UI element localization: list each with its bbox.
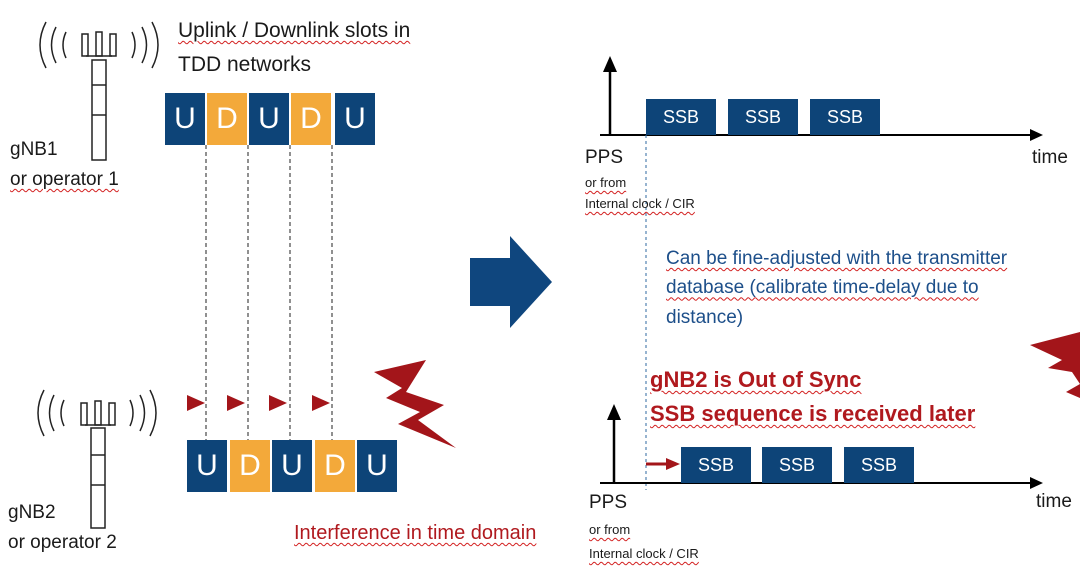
ssb-block-bottom-2: SSB bbox=[762, 447, 832, 483]
pps-label-bottom: PPS bbox=[589, 492, 628, 513]
time-label-bottom: time bbox=[1036, 491, 1072, 512]
antenna-tower-icon bbox=[80, 400, 116, 529]
ssb-block-top-2: SSB bbox=[728, 99, 798, 135]
calibration-note: Can be fine-adjusted with the transmitte… bbox=[666, 244, 1007, 332]
slot-alignment-lines bbox=[205, 145, 333, 440]
or-from-bottom: or from bbox=[589, 522, 631, 537]
slot-bottom-2: D bbox=[230, 440, 270, 492]
gnb2-sublabel: or operator 2 bbox=[8, 532, 117, 553]
clock-label-bottom: Internal clock / CIR bbox=[589, 546, 699, 561]
interference-label: Interference in time domain bbox=[294, 522, 537, 544]
ssb-block-bottom-3: SSB bbox=[844, 447, 914, 483]
slot-bottom-5: U bbox=[357, 440, 397, 492]
bottom-timeline-axes bbox=[600, 404, 1043, 489]
top-timeline-axes bbox=[600, 56, 1043, 141]
antenna-tower-icon bbox=[81, 31, 117, 161]
lightning-bolt-icon bbox=[1030, 332, 1080, 398]
gnb1-sublabel: or operator 1 bbox=[10, 169, 119, 190]
slot-top-3: U bbox=[249, 93, 289, 145]
slot-top-4: D bbox=[291, 93, 331, 145]
note-line3: distance) bbox=[666, 306, 744, 328]
radio-wave-icon bbox=[37, 389, 157, 437]
slots-header-line1: Uplink / Downlink slots in bbox=[178, 20, 410, 41]
ssb-block-top-1: SSB bbox=[646, 99, 716, 135]
or-from-top: or from bbox=[585, 175, 627, 190]
slot-bottom-4: D bbox=[315, 440, 355, 492]
lightning-bolt-icon bbox=[374, 360, 456, 448]
gnb2-label: gNB2 bbox=[8, 502, 56, 523]
delay-arrow-icon bbox=[646, 458, 680, 470]
gnb1-label: gNB1 bbox=[10, 139, 58, 160]
slot-top-1: U bbox=[165, 93, 205, 145]
offset-arrows bbox=[187, 395, 330, 411]
note-line1: Can be fine-adjusted with the transmitte… bbox=[666, 248, 1008, 269]
time-label-top: time bbox=[1032, 147, 1068, 168]
slot-bottom-3: U bbox=[272, 440, 312, 492]
radio-wave-icon bbox=[39, 21, 159, 69]
slots-header-text: Uplink / Downlink slots in bbox=[178, 19, 411, 42]
ssb-block-bottom-1: SSB bbox=[681, 447, 751, 483]
out-of-sync-detail: SSB sequence is received later bbox=[650, 401, 976, 426]
slots-header-line2: TDD networks bbox=[178, 53, 312, 76]
ssb-block-top-3: SSB bbox=[810, 99, 880, 135]
slot-bottom-1: U bbox=[187, 440, 227, 492]
slot-top-5: U bbox=[335, 93, 375, 145]
clock-label-top: Internal clock / CIR bbox=[585, 196, 695, 211]
pps-label-top: PPS bbox=[585, 147, 624, 168]
slot-top-2: D bbox=[207, 93, 247, 145]
out-of-sync-title: gNB2 is Out of Sync bbox=[650, 367, 862, 392]
note-line2: database (calibrate time-delay due to bbox=[666, 277, 979, 299]
right-arrow-icon bbox=[470, 236, 552, 328]
